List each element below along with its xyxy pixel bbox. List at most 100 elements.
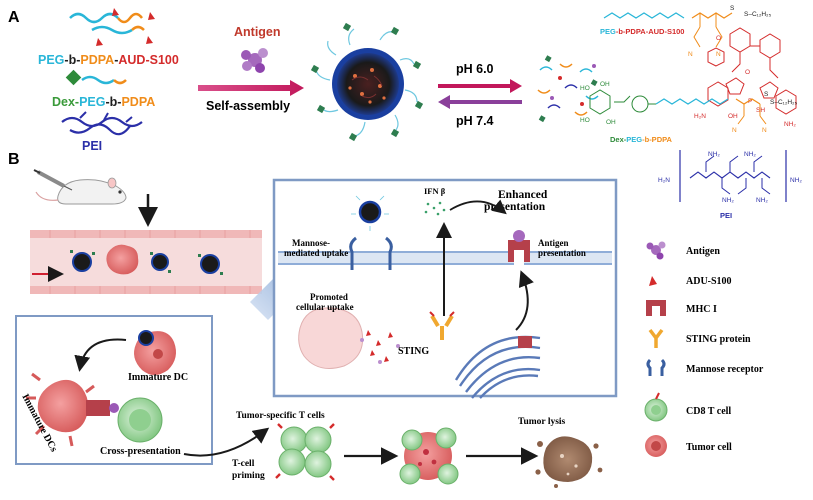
chem-n4: N: [762, 127, 767, 134]
legend-item-antigen: Antigen: [646, 241, 720, 260]
tumor-tcells-label: Tumor-specific T cells: [236, 411, 325, 421]
adu-s100-icon: [649, 276, 657, 286]
dex-polymer-icon: [65, 69, 127, 86]
component-aud-text: AUD-S100: [118, 53, 178, 67]
mannose-receptor-icon: [646, 358, 666, 376]
antigen-icon: [241, 48, 268, 73]
mannose-line1: Mannose-: [292, 238, 330, 248]
struct2-name-dex: Dex-: [610, 135, 627, 144]
enhanced-line1: Enhanced: [498, 189, 548, 201]
ph-acid-arrow: [438, 79, 522, 93]
component-pei-label: PEI: [82, 139, 102, 153]
ph-acid-label: pH 6.0: [456, 62, 494, 76]
struct2-name: Dex-PEG-b-PDPA: [610, 135, 673, 144]
legend-label-mannose: Mannose receptor: [686, 364, 764, 375]
panel-b-label: B: [8, 151, 20, 168]
legend-label-tumor: Tumor cell: [686, 442, 732, 453]
vessel-tumor-cell-icon: [106, 244, 139, 275]
dc-maturation-arrow: [74, 338, 127, 372]
chem-oh3: OH: [606, 119, 616, 126]
antigen-icon: [646, 241, 666, 260]
ifn-to-presentation-arrow: [449, 199, 507, 215]
ph-neutral-arrow: [438, 95, 522, 109]
cross-presentation-label: Cross-presentation: [100, 446, 181, 457]
structure-pei: H₂N NH₂ NH₂ NH₂ NH₂ NH₂ PEI: [658, 150, 802, 220]
cd8-t-cell-icon: [644, 392, 668, 422]
mhc-antigen-icon: [508, 230, 530, 270]
promoted-line1: Promoted: [310, 292, 348, 302]
chem-sc2: S–C₁₂H₂₅: [770, 99, 798, 106]
component-dex-pdpa-text: PDPA: [121, 95, 155, 109]
component-dex-sep-text: -b-: [106, 95, 122, 109]
tumor-lysis-icon: [535, 436, 603, 488]
chem-nh2-6: NH₂: [756, 197, 768, 204]
legend-label-antigen: Antigen: [686, 246, 720, 257]
chem-nh2-3: NH₂: [708, 151, 720, 158]
immature-dcs-icon: [26, 372, 119, 447]
ifn-beta-icon: [424, 201, 446, 216]
vessel-nanoparticle-icon: [70, 250, 223, 275]
chem-h2n2: H₂N: [658, 177, 670, 184]
chem-h2n1: H₂N: [694, 113, 706, 120]
chem-o1: O: [745, 69, 750, 76]
tcell-attack-icon: [399, 427, 459, 485]
mouse-icon: [35, 177, 127, 205]
self-assembly-arrow: [198, 80, 304, 96]
component-peg-text: PEG: [38, 53, 64, 67]
mannose-receptor-left-icon: [349, 236, 393, 270]
blood-vessel: [30, 230, 262, 294]
tumor-specific-tcells-icon: [275, 423, 335, 481]
struct1-name: PEG-b-PDPA-AUD-S100: [600, 27, 684, 36]
syringe-icon: [33, 169, 73, 191]
component-sep1-text: -b-: [64, 53, 80, 67]
legend-label-sting: STING protein: [686, 334, 751, 345]
immature-dc-label: Immature DC: [128, 372, 188, 383]
mhc-i-icon: [646, 300, 666, 316]
struct2-name-rest: -b-PDPA: [642, 135, 672, 144]
chem-nh2-5: NH₂: [722, 197, 734, 204]
component-dex-text: Dex-: [52, 95, 79, 109]
chem-nh2-4: NH₂: [744, 151, 756, 158]
mannose-line2: mediated uptake: [284, 248, 348, 258]
structure-dex-peg-pdpa: HO OH HO OH S S–C₁₂H₂₅ N N Dex-PEG-b-PDP…: [580, 81, 798, 144]
legend-item-mannose: Mannose receptor: [646, 358, 764, 376]
sting-protein-cell-icon: [429, 311, 455, 340]
er-to-mhc-arrow: [515, 270, 534, 331]
chem-n1: N: [688, 51, 693, 58]
antigen-pres-line1: Antigen: [538, 238, 569, 248]
nanoparticle-icon: [310, 22, 424, 142]
chem-p1: P: [748, 98, 752, 105]
promoted-uptake-cell-icon: [298, 307, 400, 369]
panel-a-label: A: [8, 9, 20, 26]
legend-label-cd8: CD8 T cell: [686, 406, 731, 417]
ph-neutral-label: pH 7.4: [456, 114, 494, 128]
antigen-pres-line2: presentation: [538, 248, 586, 258]
pei-polymer-icon: [61, 111, 143, 136]
legend-item-mhc-i: MHC I: [646, 300, 717, 316]
component-sep2-text: -: [114, 53, 118, 67]
tumor-lysis-label: Tumor lysis: [518, 417, 566, 427]
immature-dc-icon: [134, 330, 176, 375]
legend-item-adu-s100: ADU-S100: [649, 276, 732, 287]
chem-nh2-1: NH₂: [784, 121, 796, 128]
promoted-line2: cellular uptake: [296, 302, 354, 312]
chem-n3: N: [732, 127, 737, 134]
struct2-name-peg: PEG: [626, 135, 642, 144]
chem-oh1: OH: [728, 113, 738, 120]
struct1-name-rest: -b-PDPA-AUD-S100: [616, 27, 685, 36]
priming-arrow: [183, 427, 270, 457]
sting-protein-icon: [648, 328, 664, 348]
component-dex-label: Dex-PEG-b-PDPA: [52, 95, 155, 109]
er-mhc-icon: [518, 336, 532, 348]
chem-sc1: S–C₁₂H₂₅: [744, 11, 772, 18]
inset-nanoparticle-icon: [351, 195, 389, 231]
component-peg-pdpa-aud-label: PEG-b-PDPA-AUD-S100: [38, 53, 179, 67]
component-pdpa-text: PDPA: [80, 53, 114, 67]
legend-item-tumor: Tumor cell: [645, 435, 732, 457]
enhanced-line2: presentation: [484, 201, 546, 213]
chem-n2: N: [716, 51, 721, 58]
chem-sh1: SH: [756, 107, 765, 114]
tumor-cell-icon: [645, 435, 667, 457]
struct1-name-peg: PEG: [600, 27, 616, 36]
